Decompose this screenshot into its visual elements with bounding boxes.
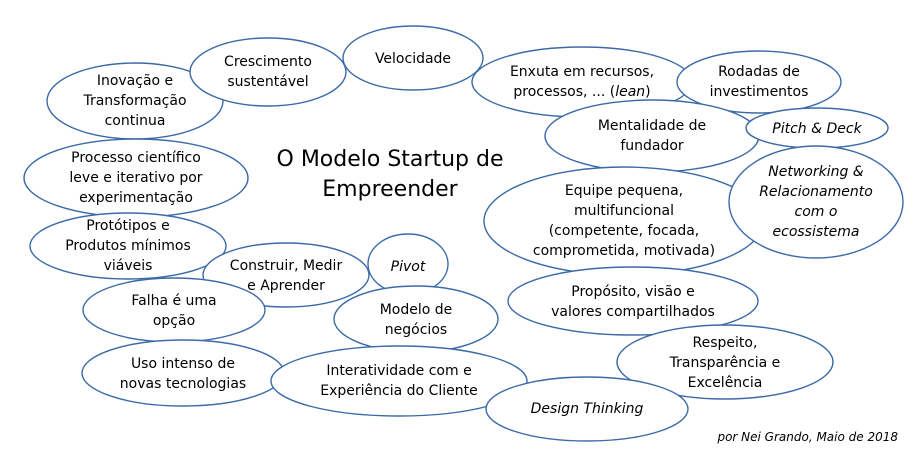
label-design: Design Thinking (530, 401, 644, 417)
label-equipe: Equipe pequena, multifuncional (competen… (532, 183, 716, 259)
bubble-networking (728, 145, 904, 259)
label-pivot: Pivot (390, 259, 426, 275)
label-inovacao: Inovação e Transformação continua (83, 73, 187, 129)
lean-emphasis: lean (615, 84, 646, 100)
bubble-design (485, 376, 689, 442)
bubble-interatividade (270, 345, 528, 417)
label-modelo: Modelo de negócios (379, 302, 453, 338)
label-velocidade: Velocidade (374, 51, 452, 67)
page-title: O Modelo Startup de Empreender (276, 147, 504, 202)
author-credit: por Nei Grando, Maio de 2018 (717, 430, 898, 444)
label-interatividade: Interatividade com e Experiência do Clie… (320, 363, 478, 399)
label-proposito: Propósito, visão e valores compartilhado… (551, 284, 715, 320)
label-mentalidade: Mentalidade de fundador (597, 118, 707, 154)
label-enxuta-text: Enxuta em recursos, processos, ... (lean… (509, 64, 655, 100)
label-networking: Networking & Relacionamento com o ecossi… (759, 164, 873, 240)
label-construir: Construir, Medir e Aprender (229, 258, 343, 294)
bubble-prototipos (29, 212, 227, 280)
label-crescimento: Crescimento sustentável (224, 54, 312, 90)
label-rodadas: Rodadas de investimentos (709, 64, 809, 100)
label-respeito: Respeito, Transparência e Excelência (669, 335, 781, 391)
label-uso: Uso intenso de novas tecnologias (119, 356, 247, 392)
bubble-crescimento (189, 37, 347, 107)
bubble-respeito (616, 324, 834, 400)
bubble-rodadas (676, 50, 842, 114)
label-prototipos: Protótipos e Produtos mínimos viáveis (65, 218, 191, 274)
label-enxuta: Enxuta em recursos, processos, ... (lean… (482, 60, 682, 104)
label-pitch: Pitch & Deck (772, 121, 862, 137)
label-processo: Processo científico leve e iterativo por… (69, 150, 203, 206)
bubble-velocidade (342, 25, 484, 91)
label-falha: Falha é uma opção (131, 293, 217, 329)
bubble-proposito (507, 266, 759, 336)
